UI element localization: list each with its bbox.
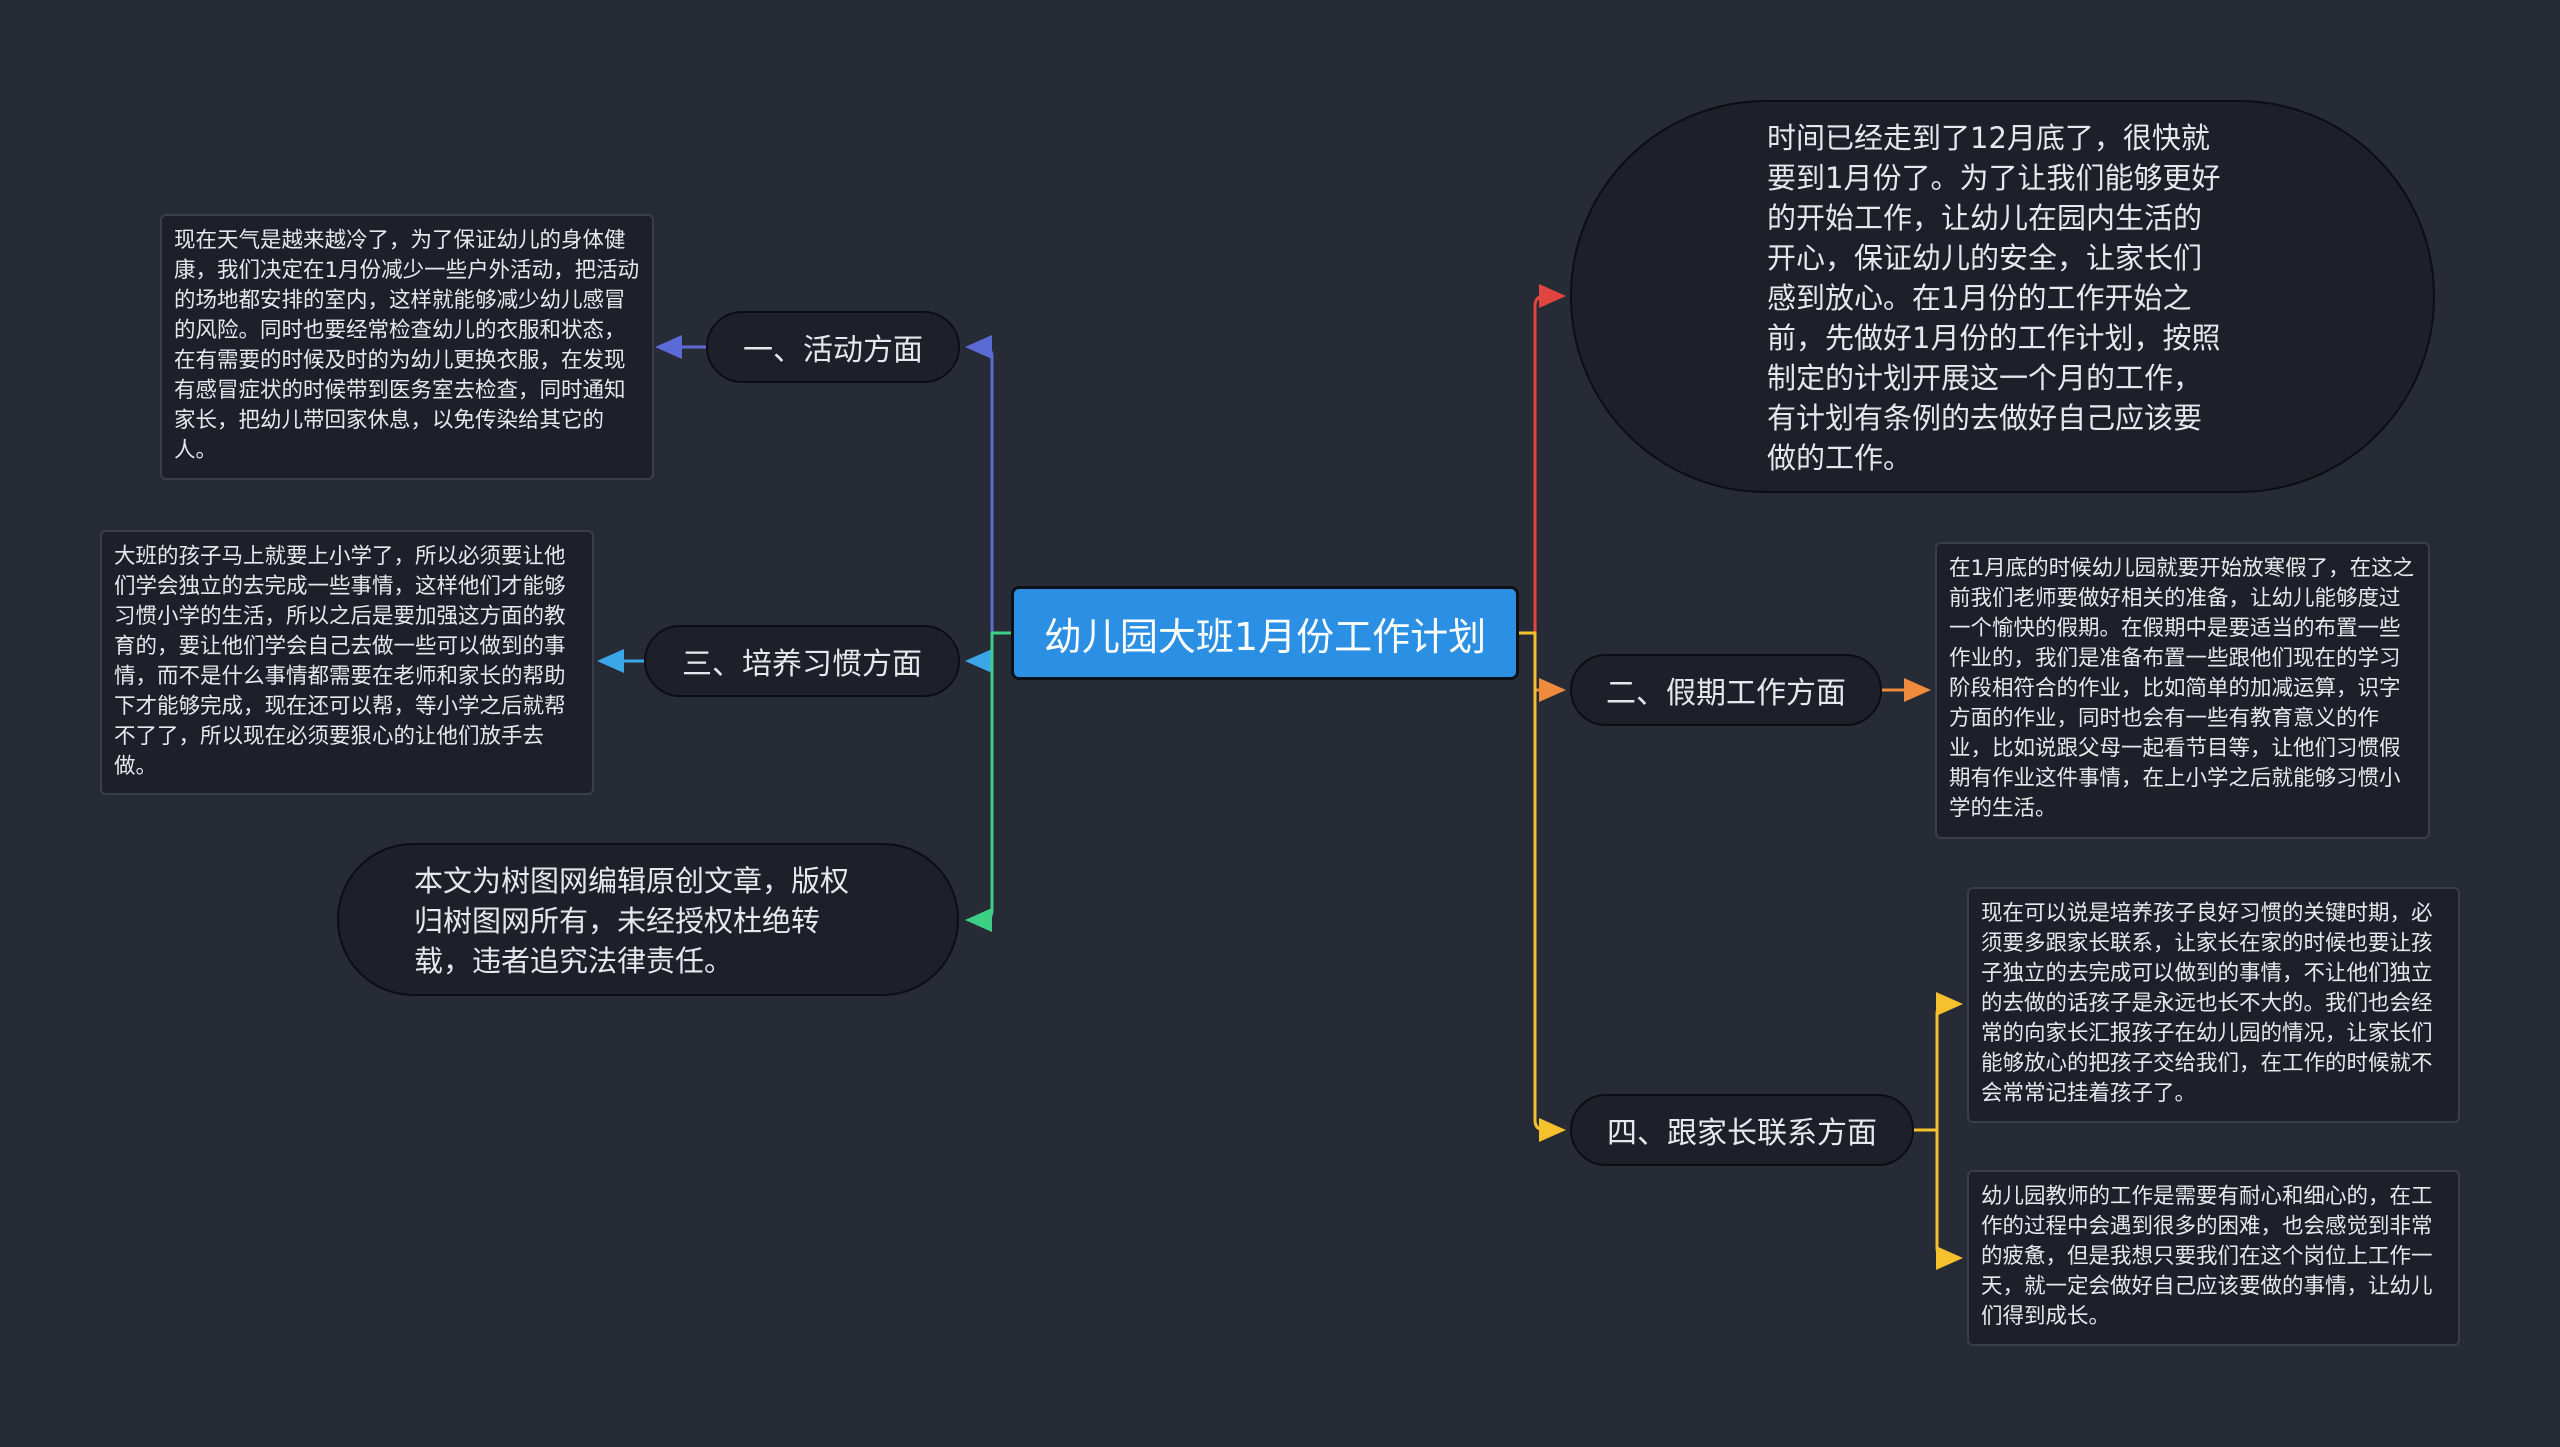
branch-parents-label: 四、跟家长联系方面: [1607, 1116, 1877, 1151]
leaf-habit[interactable]: 大班的孩子马上就要上小学了，所以必须要让他们学会独立的去完成一些事情，这样他们才…: [100, 530, 594, 795]
intro-oval-node[interactable]: 时间已经走到了12月底了，很快就要到1月份了。为了让我们能够更好的开始工作，让幼…: [1570, 100, 2435, 493]
branch-habit-label: 三、培养习惯方面: [682, 647, 922, 682]
line-root-copyright: [965, 631, 1011, 932]
leaf-parents-1-text: 现在可以说是培养孩子良好习惯的关键时期，必须要多跟家长联系，让家长在家的时候也要…: [1981, 901, 2433, 1106]
leaf-parents-2[interactable]: 幼儿园教师的工作是需要有耐心和细心的，在工作的过程中会遇到很多的困难，也会感觉到…: [1967, 1170, 2460, 1346]
leaf-parents-1[interactable]: 现在可以说是培养孩子良好习惯的关键时期，必须要多跟家长联系，让家长在家的时候也要…: [1967, 887, 2460, 1123]
leaf-activity-text: 现在天气是越来越冷了，为了保证幼儿的身体健康，我们决定在1月份减少一些户外活动，…: [174, 228, 640, 463]
leaf-parents-2-text: 幼儿园教师的工作是需要有耐心和细心的，在工作的过程中会遇到很多的困难，也会感觉到…: [1981, 1184, 2433, 1329]
root-topic-label: 幼儿园大班1月份工作计划: [1043, 614, 1487, 659]
line-root-habit: [965, 631, 1011, 673]
branch-habit[interactable]: 三、培养习惯方面: [644, 625, 960, 697]
line-root-intro: [1519, 284, 1566, 635]
branch-parents[interactable]: 四、跟家长联系方面: [1570, 1094, 1914, 1166]
leaf-holiday[interactable]: 在1月底的时候幼儿园就要开始放寒假了，在这之前我们老师要做好相关的准备，让幼儿能…: [1935, 542, 2430, 839]
root-topic[interactable]: 幼儿园大班1月份工作计划: [1011, 586, 1519, 680]
branch-holiday-label: 二、假期工作方面: [1606, 676, 1846, 711]
line-parents-leaf2: [1912, 1128, 1963, 1270]
branch-activity[interactable]: 一、活动方面: [706, 311, 960, 383]
line-root-holiday: [1519, 631, 1566, 702]
branch-activity-label: 一、活动方面: [743, 333, 923, 368]
leaf-holiday-text: 在1月底的时候幼儿园就要开始放寒假了，在这之前我们老师要做好相关的准备，让幼儿能…: [1949, 556, 2415, 821]
branch-holiday[interactable]: 二、假期工作方面: [1570, 654, 1882, 726]
line-root-parents: [1519, 631, 1566, 1142]
line-root-activity: [965, 335, 1011, 635]
copyright-text: 本文为树图网编辑原创文章，版权归树图网所有，未经授权杜绝转载，违者追究法律责任。: [414, 864, 850, 978]
intro-text: 时间已经走到了12月底了，很快就要到1月份了。为了让我们能够更好的开始工作，让幼…: [1767, 121, 2221, 475]
copyright-oval-node[interactable]: 本文为树图网编辑原创文章，版权归树图网所有，未经授权杜绝转载，违者追究法律责任。: [337, 843, 959, 996]
leaf-habit-text: 大班的孩子马上就要上小学了，所以必须要让他们学会独立的去完成一些事情，这样他们才…: [114, 544, 566, 779]
leaf-activity[interactable]: 现在天气是越来越冷了，为了保证幼儿的身体健康，我们决定在1月份减少一些户外活动，…: [160, 214, 654, 480]
line-parents-leaf1: [1912, 992, 1963, 1132]
